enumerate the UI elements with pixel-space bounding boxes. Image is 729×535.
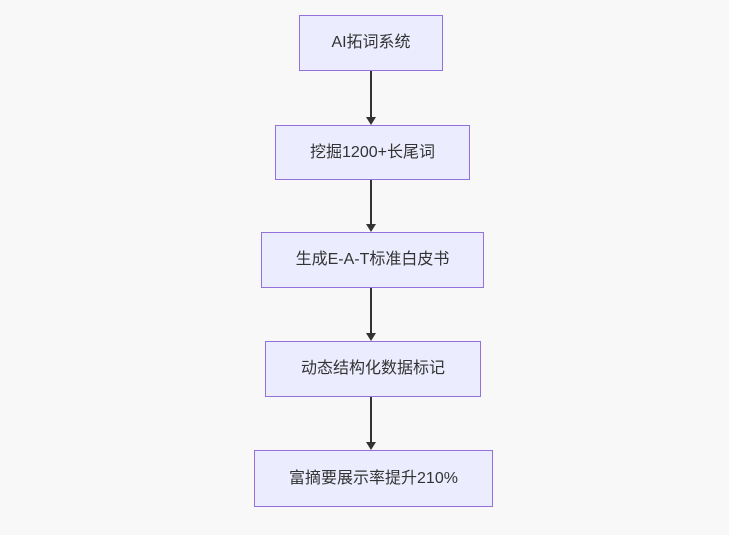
edge-line [370, 180, 372, 225]
edge-arrow-1 [365, 71, 377, 125]
node-label: 富摘要展示率提升210% [289, 469, 458, 487]
arrowhead-down-icon [366, 442, 376, 450]
edge-line [370, 397, 372, 443]
node-label: 挖掘1200+长尾词 [310, 143, 435, 161]
node-label: 动态结构化数据标记 [300, 360, 445, 378]
flowchart-node-eat-whitepaper: 生成E-A-T标准白皮书 [261, 232, 484, 288]
flowchart-node-ai-expansion: AI拓词系统 [299, 15, 443, 71]
edge-arrow-4 [365, 397, 377, 450]
arrowhead-down-icon [366, 333, 376, 341]
flowchart-node-longtail-mining: 挖掘1200+长尾词 [275, 125, 470, 180]
arrowhead-down-icon [366, 117, 376, 125]
flowchart-node-rich-snippet-result: 富摘要展示率提升210% [254, 450, 493, 507]
node-label: AI拓词系统 [331, 34, 411, 52]
node-label: 生成E-A-T标准白皮书 [295, 251, 450, 269]
flowchart-node-structured-data: 动态结构化数据标记 [265, 341, 481, 397]
edge-arrow-3 [365, 288, 377, 341]
arrowhead-down-icon [366, 224, 376, 232]
edge-arrow-2 [365, 180, 377, 232]
edge-line [370, 71, 372, 118]
edge-line [370, 288, 372, 334]
